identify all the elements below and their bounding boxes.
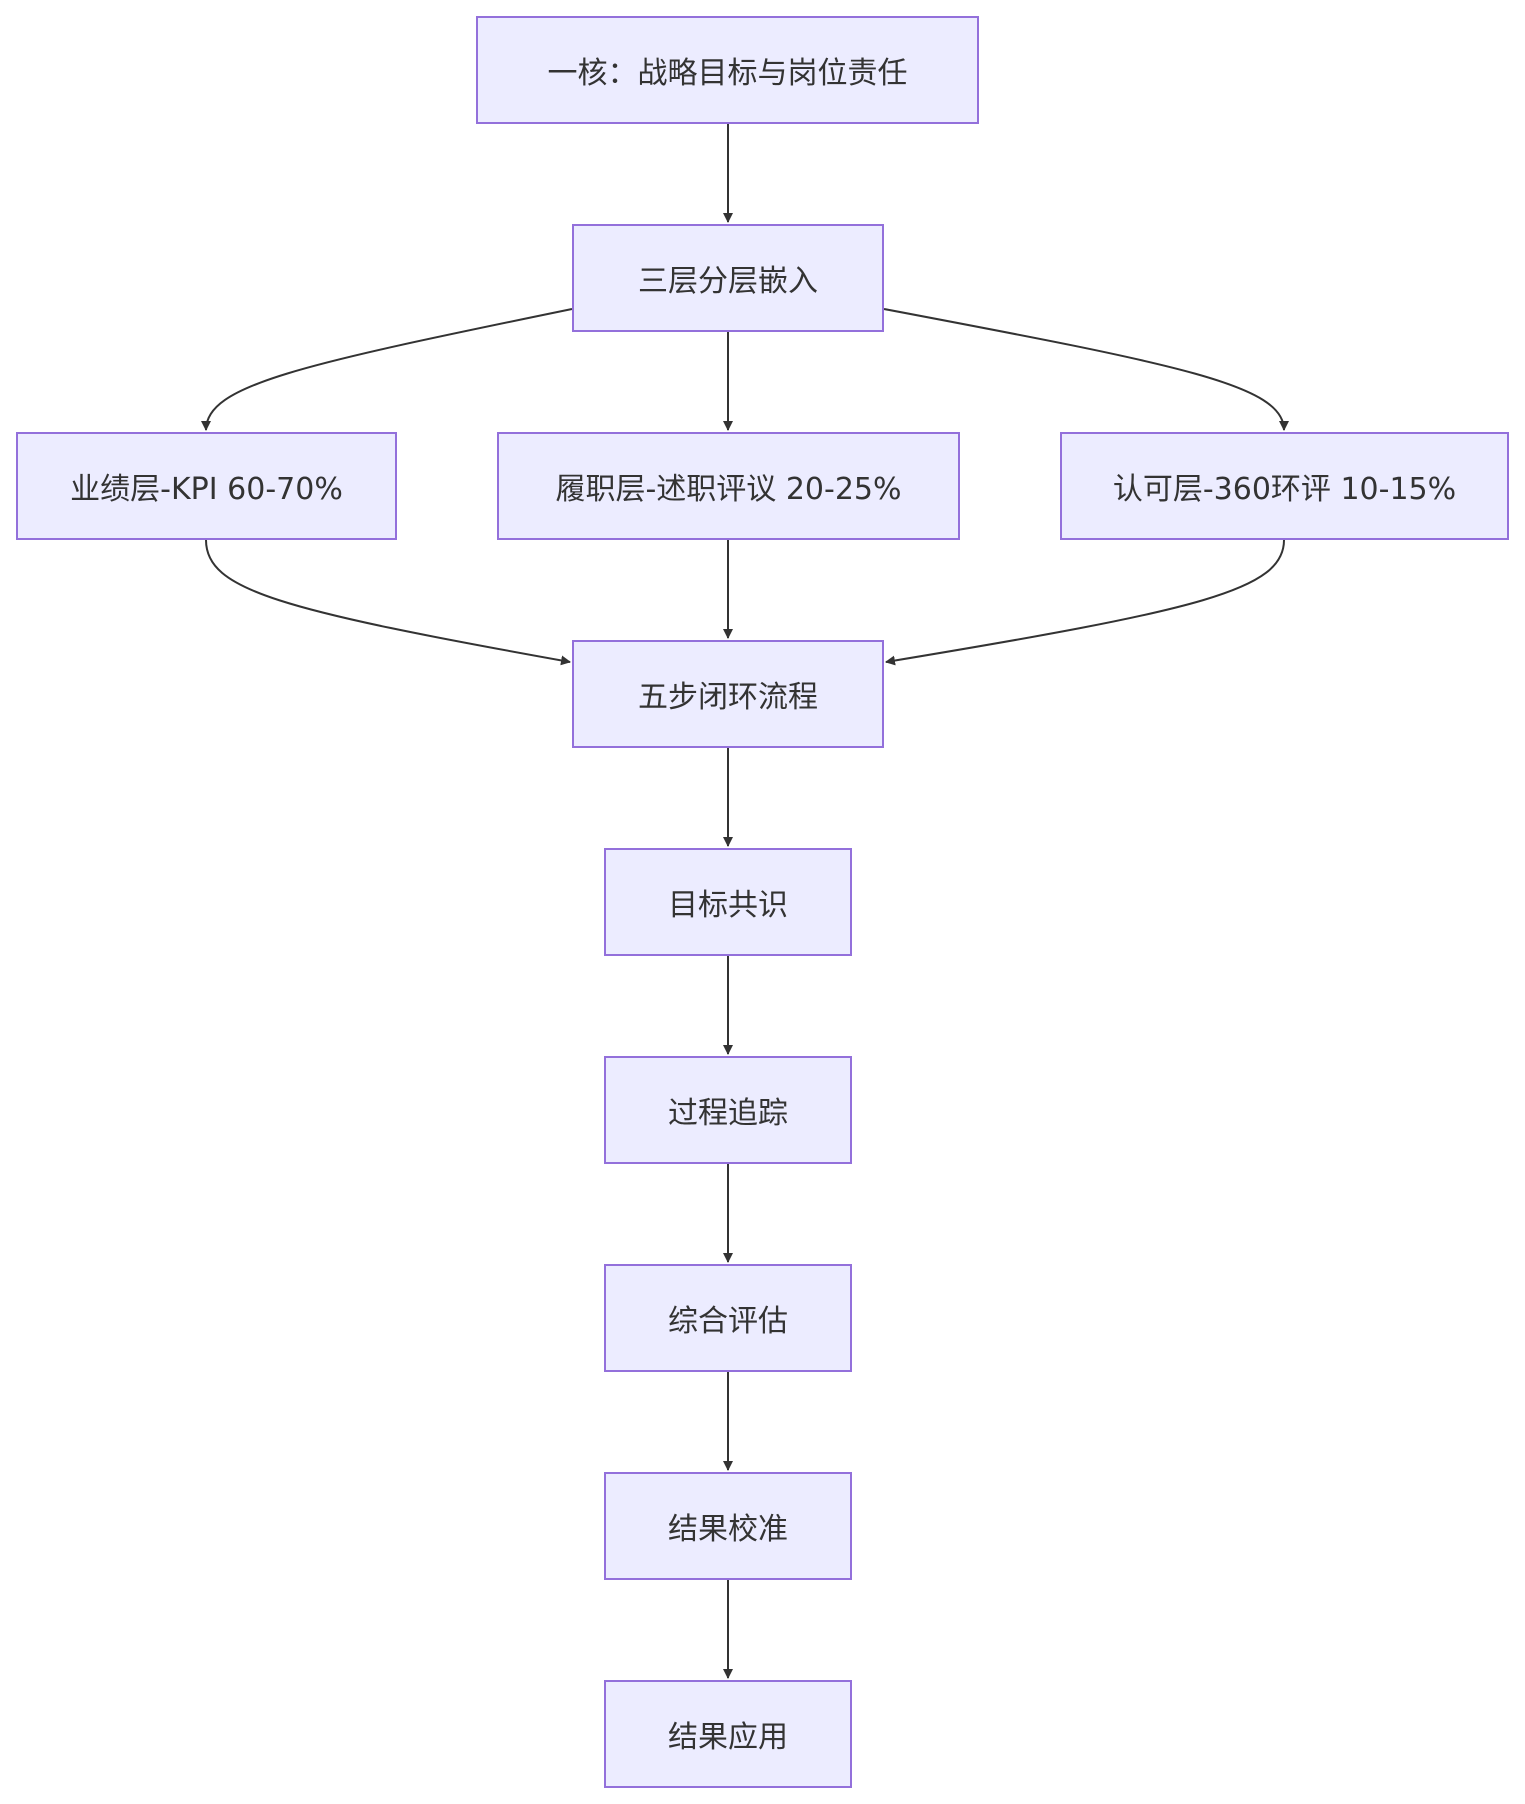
node-three-layers-label: 三层分层嵌入 (638, 264, 818, 299)
node-duty: 履职层-述职评议 20-25% (497, 432, 960, 540)
node-result-application-label: 结果应用 (668, 1720, 788, 1755)
node-comprehensive-eval: 综合评估 (604, 1264, 852, 1372)
node-result-calibration: 结果校准 (604, 1472, 852, 1580)
node-recognition-label: 认可层-360环评 10-15% (1112, 472, 1457, 507)
node-duty-label: 履职层-述职评议 20-25% (555, 472, 902, 507)
edge-three-layers-to-recognition (883, 308, 1289, 431)
node-process-tracking: 过程追踪 (604, 1056, 852, 1164)
node-core: 一核：战略目标与岗位责任 (476, 16, 979, 124)
edge-three-layers-to-performance (201, 308, 573, 431)
node-recognition: 认可层-360环评 10-15% (1060, 432, 1509, 540)
node-five-steps-label: 五步闭环流程 (638, 680, 818, 715)
node-core-label: 一核：战略目标与岗位责任 (547, 56, 908, 91)
node-five-steps: 五步闭环流程 (572, 640, 884, 748)
node-performance: 业绩层-KPI 60-70% (16, 432, 397, 540)
node-comprehensive-eval-label: 综合评估 (668, 1304, 788, 1339)
node-goal-consensus-label: 目标共识 (668, 888, 788, 923)
node-result-calibration-label: 结果校准 (668, 1512, 788, 1547)
node-process-tracking-label: 过程追踪 (668, 1096, 788, 1131)
node-goal-consensus: 目标共识 (604, 848, 852, 956)
node-result-application: 结果应用 (604, 1680, 852, 1788)
node-performance-label: 业绩层-KPI 60-70% (70, 472, 343, 507)
edge-performance-to-five-steps (205, 539, 571, 666)
node-three-layers: 三层分层嵌入 (572, 224, 884, 332)
edge-recognition-to-five-steps (885, 539, 1285, 666)
